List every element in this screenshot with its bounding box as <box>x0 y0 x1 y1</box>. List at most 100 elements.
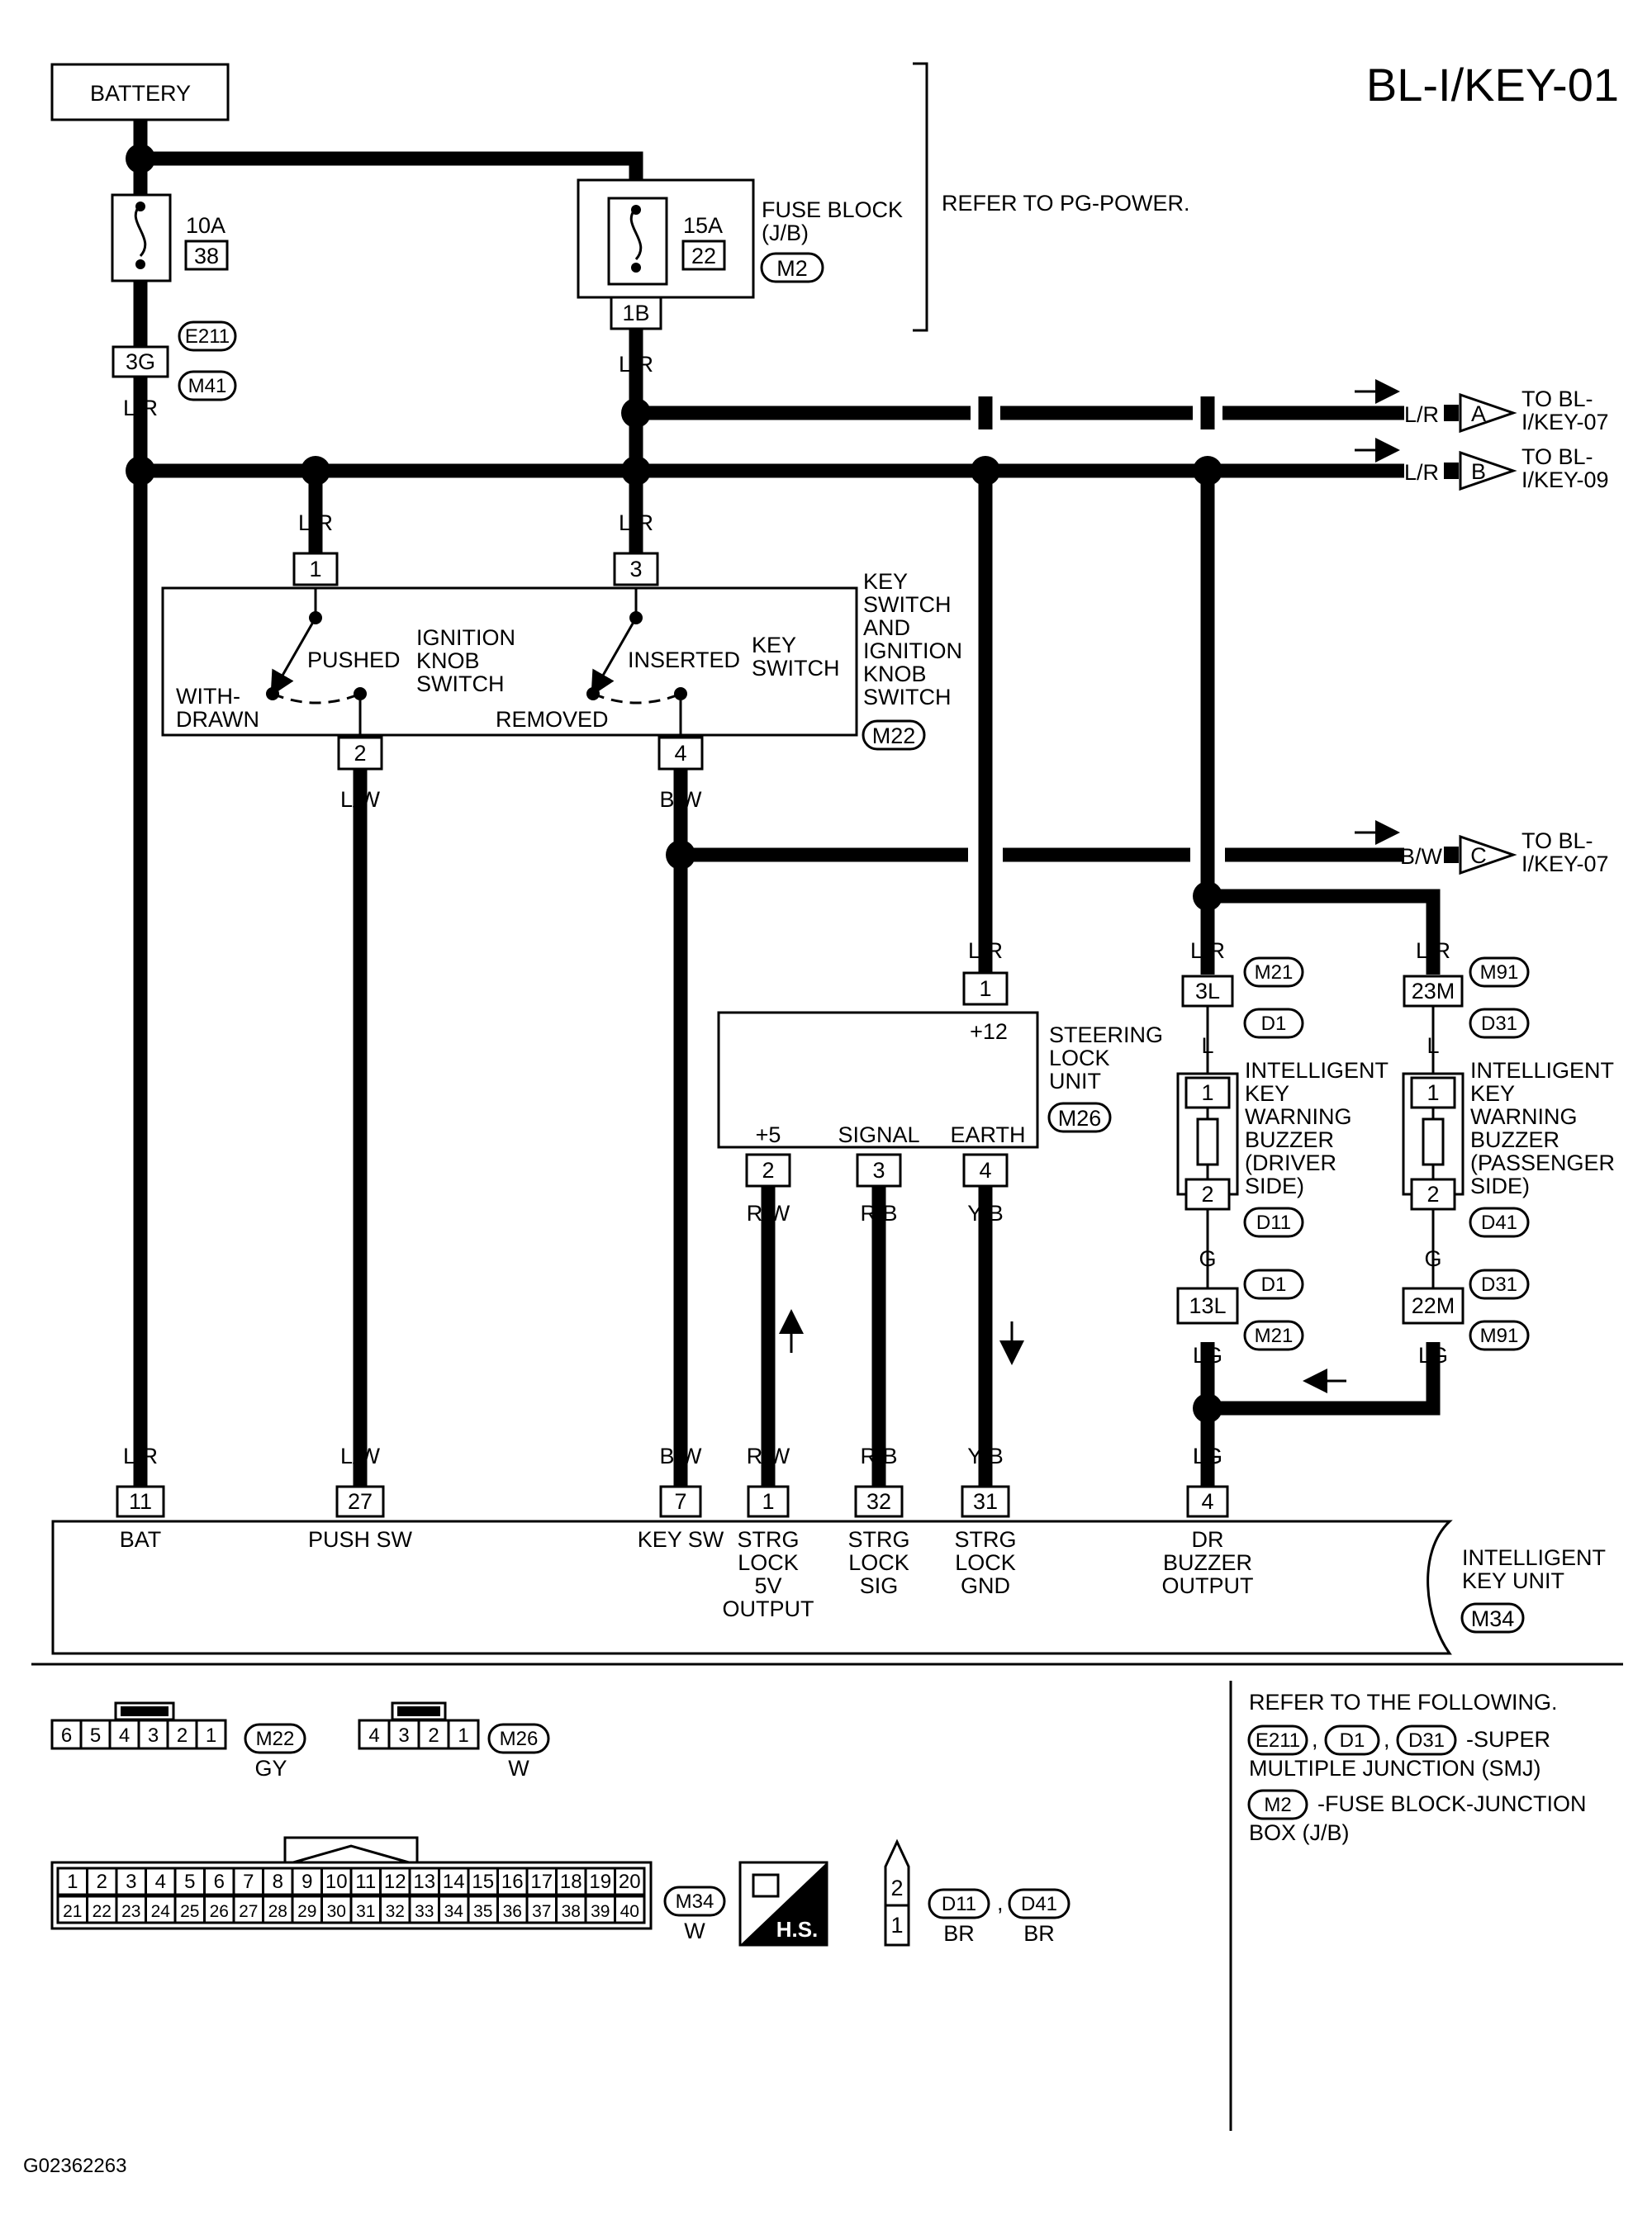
wire-color-bw-ks: B/W <box>660 787 703 812</box>
fuse-22-amp: 15A <box>683 213 723 238</box>
m34-row2-pin-0: 21 <box>63 1902 82 1921</box>
offpage-b: L/R B TO BL- I/KEY-09 <box>1355 438 1609 492</box>
m34-pins-pin-6: 7 <box>243 1871 254 1893</box>
ku-pin-box-3 <box>747 1485 790 1518</box>
m26-pins-pin-3: 1 <box>458 1724 468 1747</box>
junction-conn-e211: E211 <box>185 325 230 348</box>
m34-pins-pin-0: 1 <box>67 1871 78 1893</box>
legend-hs: H.S. <box>776 1917 819 1942</box>
fuse-block-refer: REFER TO PG-POWER. <box>942 191 1190 216</box>
ku-pin-color-6: LG <box>1193 1444 1222 1468</box>
m34-row2-cell-18 <box>584 1895 616 1924</box>
wire-color-r: R <box>132 299 149 324</box>
bp-label-2: KEY <box>1470 1081 1515 1106</box>
m34-row2-pin-4: 25 <box>180 1902 199 1921</box>
sl-conn: M26 <box>1058 1106 1102 1131</box>
m34-row2-pin-10: 31 <box>356 1902 375 1921</box>
offpage-a: L/R A TO BL- I/KEY-07 <box>1355 379 1609 434</box>
m34-row2-pin-6: 27 <box>239 1902 258 1921</box>
ku-pin-label-3-3: OUTPUT <box>723 1596 814 1621</box>
bp-term-top: 23M <box>1412 979 1455 1003</box>
buzzer-passenger: L/R 23M M91 D31 L 1 2 D41 INTELLIGENT KE… <box>1193 938 1615 1468</box>
ku-pin-box-0 <box>116 1485 165 1518</box>
wire-color-lr-ks1: L/R <box>298 510 333 535</box>
ku-pin-label-4-2: SIG <box>860 1573 899 1598</box>
m22-pins-pin-1: 5 <box>90 1724 101 1747</box>
key-switch-unit: L/R L/R 1 3 2 4 WITH- DRAWN PUSHED IGNIT… <box>161 510 962 812</box>
m34-pins-pin-5: 6 <box>214 1871 225 1893</box>
bd-conn-top1: M21 <box>1255 961 1294 984</box>
ks-withdrawn-1: WITH- <box>176 684 240 709</box>
legend-d11-pin2: 2 <box>890 1876 903 1900</box>
offpage-b-color: L/R <box>1404 460 1439 485</box>
ku-pin-color-1: L/W <box>340 1444 381 1468</box>
offpage-a-color: L/R <box>1404 402 1439 427</box>
m26-pins-pin-2: 2 <box>428 1724 439 1747</box>
ku-label-1: INTELLIGENT <box>1462 1545 1606 1570</box>
legend-d41-conn: D41 <box>1021 1893 1057 1915</box>
footer-code: G02362263 <box>23 2155 126 2177</box>
ku-pin-label-6-0: DR <box>1192 1527 1224 1552</box>
offpage-a-text-1: TO BL- <box>1521 387 1593 411</box>
m34-row2-cell-17 <box>555 1895 587 1924</box>
fuse-block-bracket: REFER TO PG-POWER. <box>913 62 1190 332</box>
legend-refer-e211: E211 <box>1256 1729 1300 1752</box>
m22-pins-cell-1 <box>79 1719 112 1750</box>
m34-row2-pin-5: 26 <box>210 1902 229 1921</box>
offpage-c-letter: C <box>1470 843 1487 868</box>
m34-pins-pin-10: 11 <box>355 1871 376 1893</box>
sl-label-2: LOCK <box>1049 1046 1110 1070</box>
m34-pins-cell-13 <box>438 1867 470 1896</box>
m34-pins-pin-11: 12 <box>384 1871 406 1893</box>
m22-pins-cell-3 <box>137 1719 169 1750</box>
m26-pins-pin-1: 3 <box>398 1724 409 1747</box>
m22-pins-cell-5 <box>195 1719 227 1750</box>
m34-pins-cell-1 <box>86 1867 118 1896</box>
sl-pin-label-5: +5 <box>756 1122 781 1147</box>
wire-color-lr-bd: L/R <box>1190 938 1225 963</box>
svg-text:,: , <box>1384 1727 1390 1752</box>
ks-pushed: PUSHED <box>307 648 401 672</box>
fuse-block-term: 1B <box>622 301 649 325</box>
bp-label-4: BUZZER <box>1470 1127 1559 1152</box>
m34-pins-pin-18: 19 <box>589 1871 611 1893</box>
legend-m26-conn: M26 <box>500 1728 539 1750</box>
ku-pin-label-5-1: LOCK <box>955 1550 1016 1575</box>
ks-label-1: KEY <box>863 569 908 594</box>
battery-label: BATTERY <box>90 81 191 106</box>
fuse-block-label-2: (J/B) <box>762 221 809 245</box>
bp-term-bot: 22M <box>1412 1293 1455 1318</box>
offpage-b-text-1: TO BL- <box>1521 444 1593 469</box>
m34-pins-pin-14: 15 <box>472 1871 494 1893</box>
battery: BATTERY <box>50 63 230 121</box>
ks-ign-knob-2: KNOB <box>416 648 480 673</box>
m34-pins-pin-9: 10 <box>325 1871 348 1893</box>
ks-pin-3: 3 <box>629 557 642 581</box>
legend-refer-smj: MULTIPLE JUNCTION (SMJ) <box>1249 1756 1541 1781</box>
legend-m26-color: W <box>508 1756 529 1781</box>
legend-refer-d31: D31 <box>1408 1729 1445 1752</box>
bd-conn-top2: D1 <box>1261 1013 1287 1035</box>
legend-d11-comma: , <box>997 1891 1004 1915</box>
legend-m22-conn: M22 <box>256 1728 295 1750</box>
wire-color-lg-bp: LG <box>1418 1343 1448 1368</box>
m34-pins-cell-10 <box>349 1867 382 1896</box>
m34-pins-cell-17 <box>555 1867 587 1896</box>
m26-pins-pin-0: 4 <box>368 1724 379 1747</box>
legend-refer-box: BOX (J/B) <box>1249 1820 1350 1845</box>
bp-pin-1: 1 <box>1427 1080 1439 1105</box>
legend-refer: REFER TO THE FOLLOWING. E211 , D1 , D31 … <box>1247 1690 1587 1845</box>
ku-pin-box-6 <box>1186 1485 1229 1518</box>
m34-row2-cell-6 <box>232 1895 264 1924</box>
m34-pins-pin-19: 20 <box>619 1871 641 1893</box>
ku-pin-label-5-0: STRG <box>954 1527 1016 1552</box>
m22-pins-pin-5: 1 <box>206 1724 216 1747</box>
buzzer-driver: L/R 3L M21 D1 L 1 2 D11 INTELLIGENT KEY … <box>1176 938 1389 1368</box>
m34-row2-cell-7 <box>262 1895 294 1924</box>
bd-conn-bot1: D1 <box>1261 1274 1287 1296</box>
m22-pins-cell-4 <box>166 1719 198 1750</box>
m34-row2-pin-1: 22 <box>93 1902 112 1921</box>
bd-term-bot: 13L <box>1189 1293 1226 1318</box>
ku-pin-label-2-0: KEY SW <box>638 1527 724 1552</box>
